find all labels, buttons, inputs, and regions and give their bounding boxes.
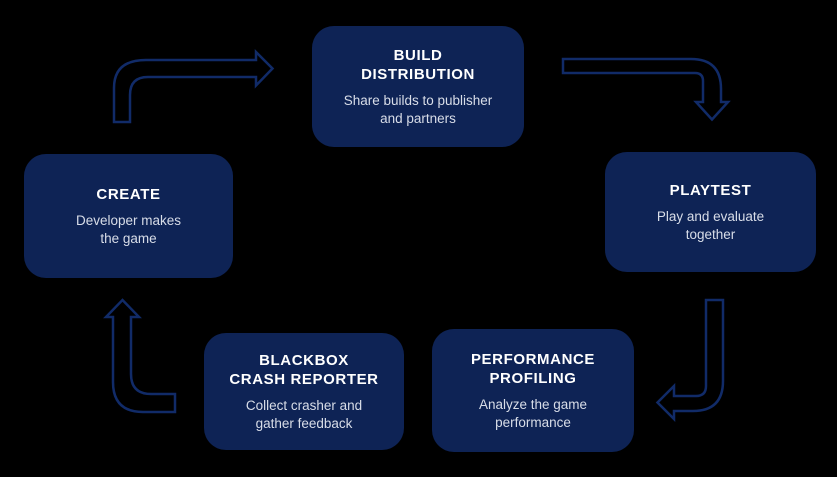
node-create-title: CREATE	[96, 185, 161, 203]
node-blackbox-crash-reporter: BLACKBOX CRASH REPORTER Collect crasher …	[204, 333, 404, 450]
node-blackbox-crash-reporter-title: BLACKBOX CRASH REPORTER	[229, 351, 379, 388]
node-playtest-title: PLAYTEST	[669, 181, 752, 199]
node-performance-profiling-title: PERFORMANCE PROFILING	[470, 350, 596, 387]
arrow-create-to-build-distribution-icon	[112, 48, 275, 124]
node-playtest-subtitle: Play and evaluate together	[656, 208, 765, 242]
node-performance-profiling: PERFORMANCE PROFILING Analyze the game p…	[432, 329, 634, 452]
node-create: CREATE Developer makes the game	[24, 154, 233, 278]
node-build-distribution: BUILD DISTRIBUTION Share builds to publi…	[312, 26, 524, 147]
node-build-distribution-subtitle: Share builds to publisher and partners	[343, 92, 493, 126]
node-build-distribution-title: BUILD DISTRIBUTION	[361, 46, 475, 83]
node-playtest: PLAYTEST Play and evaluate together	[605, 152, 816, 272]
node-create-subtitle: Developer makes the game	[75, 212, 182, 246]
arrow-blackbox-to-create-icon	[103, 298, 177, 414]
arrow-build-distribution-to-playtest-icon	[561, 57, 731, 122]
arrow-playtest-to-performance-profiling-icon	[655, 298, 725, 423]
node-blackbox-crash-reporter-subtitle: Collect crasher and gather feedback	[245, 397, 363, 431]
node-performance-profiling-subtitle: Analyze the game performance	[478, 396, 588, 430]
